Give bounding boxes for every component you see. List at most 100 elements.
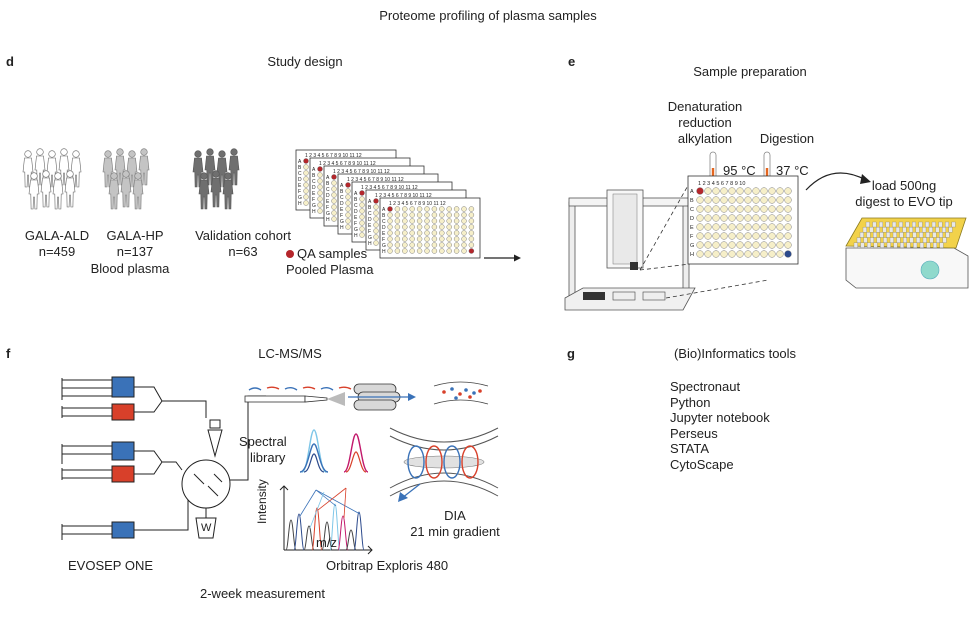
- evotip: [936, 237, 940, 243]
- plate-well: [431, 248, 438, 254]
- evotip: [903, 237, 907, 243]
- plate-well: [461, 206, 467, 212]
- evotip: [893, 242, 898, 248]
- evotip: [916, 237, 921, 243]
- evotip: [856, 237, 861, 243]
- plate-row-label: D: [340, 201, 344, 207]
- plate-well: [752, 196, 760, 204]
- plate-well: [696, 196, 704, 204]
- plate-well: [696, 250, 704, 258]
- plate-well: [373, 210, 379, 216]
- plate-well: [752, 187, 760, 195]
- plate-well: [461, 218, 467, 224]
- plate-well: [736, 187, 744, 195]
- plate-row-label: C: [354, 203, 358, 209]
- plate-well: [446, 230, 452, 236]
- plate-column-labels: 1 2 3 4 5 6 7 8 9 10 11 12: [319, 161, 376, 167]
- plate-well: [752, 214, 760, 222]
- evotip: [948, 227, 953, 233]
- plate-well: [402, 242, 408, 248]
- plate-well: [453, 212, 460, 218]
- evotip: [912, 232, 917, 238]
- plate-well: [712, 187, 720, 195]
- evotip: [867, 242, 871, 248]
- evotip: [906, 232, 910, 238]
- plate-well: [424, 218, 430, 224]
- plate-well: [446, 224, 452, 230]
- evotip: [942, 237, 947, 243]
- plate-well: [373, 216, 379, 222]
- plate-row-label: F: [382, 237, 385, 243]
- panel-letter-d: d: [6, 54, 14, 69]
- pump-a: [61, 376, 135, 400]
- plate-row-label: C: [690, 207, 694, 213]
- plate-well: [416, 230, 423, 236]
- figure-title: Proteome profiling of plasma samples: [379, 8, 597, 23]
- plate-well: [409, 218, 415, 224]
- plate-row-label: A: [690, 189, 694, 195]
- plate-well: [439, 212, 445, 218]
- x-axis-label: m/z: [316, 535, 337, 550]
- plate-row-label: E: [354, 215, 358, 221]
- evotip: [865, 221, 870, 228]
- plate-column-labels: 1 2 3 4 5 6 7 8 9 10 11 12: [361, 185, 418, 191]
- plate-column-labels: 1 2 3 4 5 6 7 8 9 10 11 12: [347, 177, 404, 183]
- plate-well: [461, 212, 467, 218]
- plate-well: [744, 196, 752, 204]
- plate-row-label: C: [340, 195, 344, 201]
- evotip: [873, 232, 877, 238]
- dia-label: DIA: [444, 508, 466, 523]
- plate-well: [720, 205, 728, 213]
- plate-well: [331, 216, 337, 222]
- plate-row-label: E: [340, 207, 344, 213]
- cohort-validation-icon: [192, 148, 240, 210]
- evotip: [905, 221, 910, 228]
- plate-well: [728, 196, 736, 204]
- plate-well: [768, 187, 776, 195]
- plate-well: [453, 242, 460, 248]
- plate-row-label: H: [340, 225, 344, 231]
- evotip: [873, 242, 878, 248]
- plate-row-label: B: [354, 197, 358, 203]
- panel-letter-g: g: [567, 346, 575, 361]
- plate-well: [373, 204, 379, 210]
- plate-well: [317, 202, 323, 208]
- plate-well: [317, 196, 323, 202]
- plate-row-label: H: [354, 233, 358, 239]
- plate-well: [387, 218, 393, 224]
- plate-well: [345, 218, 351, 224]
- plate-well: [776, 232, 784, 240]
- plate-well: [784, 223, 792, 231]
- plate-well: [317, 190, 323, 196]
- evotip: [862, 227, 867, 233]
- evotip: [915, 227, 920, 233]
- plate-row-label: B: [312, 173, 316, 179]
- plate-well: [752, 241, 760, 249]
- plate-well: [424, 236, 430, 242]
- plate-well: [696, 205, 704, 213]
- plate-well: [359, 208, 365, 214]
- plate-well: [303, 158, 309, 164]
- plate-well: [402, 206, 408, 212]
- plate-well: [776, 205, 784, 213]
- plate-well: [704, 223, 712, 231]
- plate-well: [373, 222, 379, 228]
- evotip: [935, 227, 940, 233]
- plate-well: [317, 166, 323, 172]
- plate-well: [468, 248, 475, 254]
- plate-well: [752, 232, 760, 240]
- evotip: [876, 227, 880, 233]
- plate-well: [431, 206, 438, 212]
- arrow-right-icon: [484, 254, 521, 262]
- plate-well: [776, 187, 784, 195]
- plate-well: [760, 223, 768, 231]
- plate-well: [387, 212, 393, 218]
- plate-row-label: E: [690, 225, 694, 231]
- plate-well: [409, 230, 415, 236]
- plate-well: [468, 236, 475, 242]
- plate-well: [696, 232, 704, 240]
- evotip: [926, 242, 931, 248]
- plate-well: [720, 214, 728, 222]
